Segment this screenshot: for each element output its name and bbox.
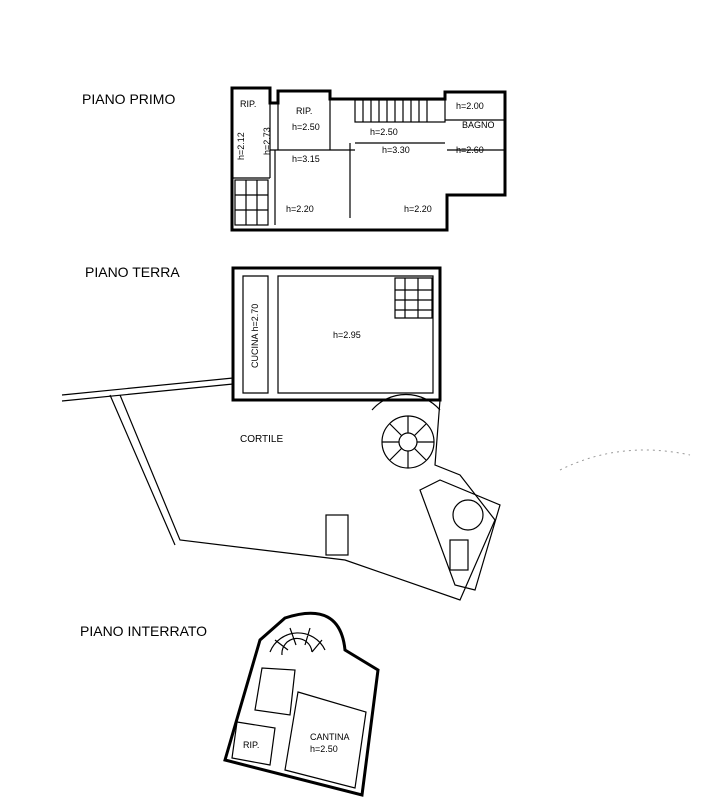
room-height: h=2.20 (404, 204, 432, 214)
level-title-primo: PIANO PRIMO (82, 91, 175, 107)
room-height: h=2.00 (456, 101, 484, 111)
room-label-rip: RIP. (243, 740, 259, 750)
terra-stairs (394, 277, 433, 319)
sketch-mark (559, 449, 691, 471)
room-height: h=2.50 (310, 744, 338, 754)
room-height: h=2.12 (236, 132, 246, 160)
room-height: h=2.95 (333, 330, 361, 340)
room-height: h=3.15 (292, 154, 320, 164)
level-title-terra: PIANO TERRA (85, 264, 180, 280)
room-height: h=2.50 (370, 127, 398, 137)
interrato-inner-walls (231, 667, 367, 789)
room-height: h=2.50 (292, 122, 320, 132)
primo-outer-walls (230, 86, 507, 232)
room-height: h=2.20 (286, 204, 314, 214)
room-label-rip: RIP. (240, 99, 256, 109)
area-label-cortile: CORTILE (240, 434, 283, 445)
terra-inner-walls (242, 275, 434, 394)
room-label-rip: RIP. (296, 106, 312, 116)
primo-stairs (234, 99, 446, 226)
room-height: h=2.73 (262, 127, 272, 155)
piano-interrato: PIANO INTERRATO CANTINA h=2.50 RIP. (80, 611, 380, 797)
interrato-outer-walls (223, 611, 380, 797)
cortile-boundary (61, 377, 496, 601)
room-label-cucina: CUCINA h=2.70 (250, 304, 260, 368)
terra-annex (419, 479, 501, 591)
primo-inner-walls (232, 99, 505, 225)
level-title-interrato: PIANO INTERRATO (80, 623, 207, 639)
interrato-spiral-stair (269, 627, 326, 656)
room-label-cantina: CANTINA (310, 732, 350, 742)
piano-terra: PIANO TERRA CUCINA h=2.70 h=2.95 CORTILE (61, 264, 691, 601)
room-height: h=2.60 (456, 145, 484, 155)
cortile-structure (325, 514, 349, 556)
room-height: h=3.30 (382, 145, 410, 155)
piano-primo: PIANO PRIMO RIP. h=2.12 h=2.73 RIP. h=2.… (82, 86, 507, 232)
room-label-bagno: BAGNO (462, 120, 495, 130)
spiral-stair (371, 393, 441, 469)
